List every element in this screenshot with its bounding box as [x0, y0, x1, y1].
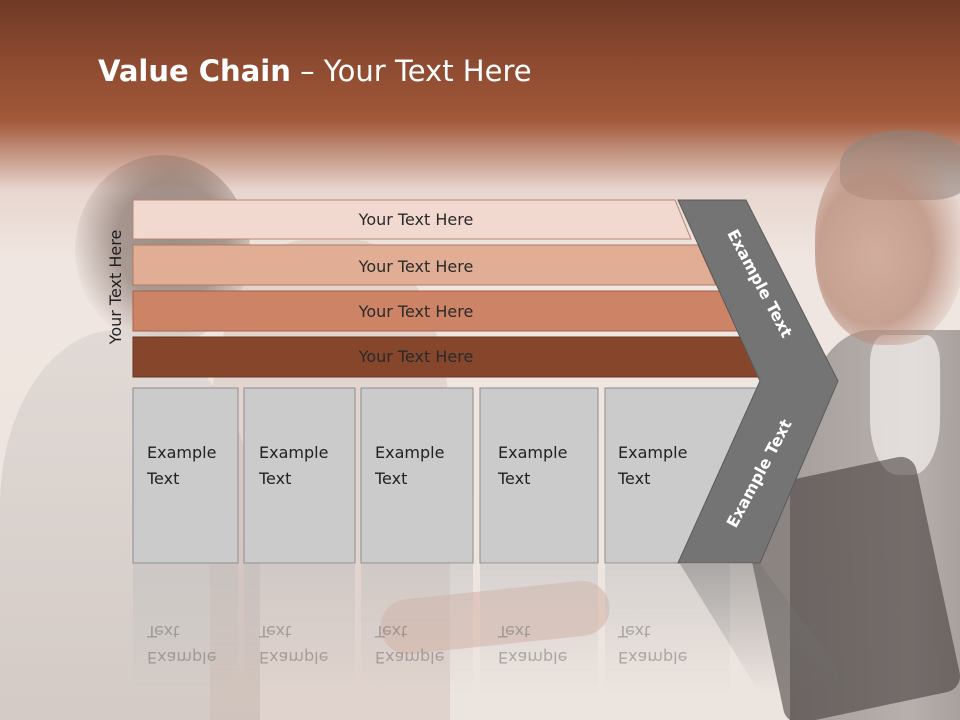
- value-bar-label: Your Text Here: [358, 302, 474, 321]
- box-reflection: [480, 564, 598, 694]
- box-reflection: [133, 564, 238, 694]
- margin-chevron[interactable]: [677, 199, 839, 564]
- value-bar-label: Your Text Here: [358, 210, 474, 229]
- activity-box[interactable]: [243, 387, 356, 564]
- activity-box-line1: Example: [618, 443, 687, 462]
- activity-box-line1: Example: [498, 443, 567, 462]
- box-reflection: [361, 564, 473, 694]
- box-reflection: [605, 564, 730, 694]
- box-reflection-text: Text: [374, 622, 407, 641]
- activity-box-line2: Text: [374, 469, 407, 488]
- slide-title: Value Chain – Your Text Here: [98, 54, 532, 88]
- box-reflection: [244, 564, 355, 694]
- background-photo-head: [815, 140, 960, 345]
- activity-box-line1: Example: [147, 443, 216, 462]
- box-reflection-text: Text: [497, 622, 530, 641]
- value-bar[interactable]: [132, 199, 692, 240]
- reflection-group: Example Text Example Text Example Text E…: [133, 564, 838, 694]
- activity-box-line1: Example: [259, 443, 328, 462]
- activity-box-line2: Text: [497, 469, 530, 488]
- activity-box-line2: Text: [617, 469, 650, 488]
- slide-title-rest: – Your Text Here: [290, 54, 532, 88]
- activity-box[interactable]: [360, 387, 474, 564]
- box-reflection-text: Text: [617, 622, 650, 641]
- activity-box-line2: Text: [258, 469, 291, 488]
- background-photo-shirt: [870, 335, 940, 475]
- activity-box[interactable]: [132, 387, 239, 564]
- box-reflection-text: Example: [259, 648, 328, 667]
- box-reflection-text: Example: [375, 648, 444, 667]
- value-bar-label: Your Text Here: [358, 347, 474, 366]
- chevron-reflection: [680, 564, 838, 694]
- activity-box-line1: Example: [375, 443, 444, 462]
- activity-box[interactable]: [479, 387, 599, 564]
- box-reflection-text: Example: [498, 648, 567, 667]
- box-reflection-text: Text: [258, 622, 291, 641]
- activity-box-line2: Text: [146, 469, 179, 488]
- box-reflection-text: Example: [147, 648, 216, 667]
- box-reflection-text: Example: [618, 648, 687, 667]
- value-bar-label: Your Text Here: [358, 257, 474, 276]
- slide-title-bold: Value Chain: [98, 54, 291, 88]
- box-reflection-text: Text: [146, 622, 179, 641]
